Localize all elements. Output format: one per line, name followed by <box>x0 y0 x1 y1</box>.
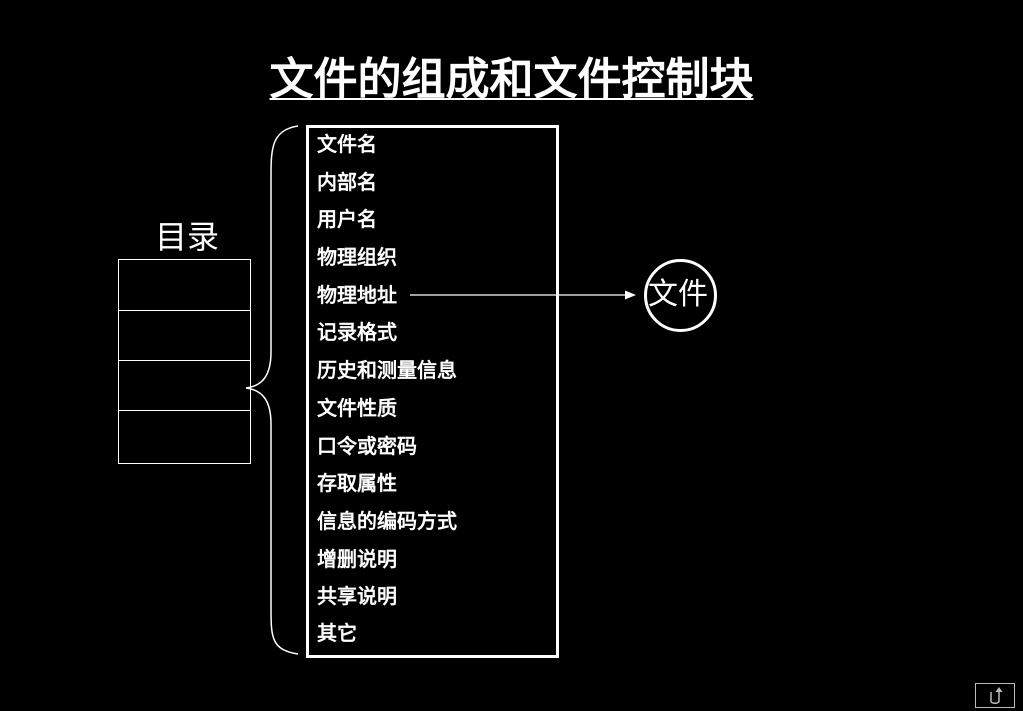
fcb-item: 记录格式 <box>317 320 397 344</box>
directory-label: 目录 <box>155 218 220 256</box>
directory-table <box>118 259 251 464</box>
fcb-item: 物理地址 <box>317 283 397 307</box>
fcb-item: 文件名 <box>317 132 377 156</box>
fcb-item: 存取属性 <box>317 471 397 495</box>
fcb-box <box>306 125 559 658</box>
return-button[interactable] <box>975 683 1015 708</box>
fcb-item: 物理组织 <box>317 245 397 269</box>
fcb-item: 信息的编码方式 <box>317 509 457 533</box>
file-node-circle <box>644 259 717 332</box>
fcb-item: 其它 <box>317 621 357 645</box>
fcb-item: 内部名 <box>317 170 377 194</box>
return-icon <box>990 687 1003 704</box>
fcb-item: 增删说明 <box>317 547 397 571</box>
pointer-arrow-head <box>625 290 636 300</box>
directory-divider <box>119 310 250 311</box>
fcb-item: 口令或密码 <box>317 434 417 458</box>
fcb-item: 历史和测量信息 <box>317 358 457 382</box>
curly-brace <box>245 125 299 655</box>
fcb-item: 共享说明 <box>317 584 397 608</box>
directory-divider <box>119 410 250 411</box>
fcb-item: 用户名 <box>317 207 377 231</box>
directory-divider <box>119 360 250 361</box>
file-node-label: 文件 <box>648 277 708 312</box>
slide-title: 文件的组成和文件控制块 <box>269 54 754 105</box>
fcb-item: 文件性质 <box>317 396 397 420</box>
